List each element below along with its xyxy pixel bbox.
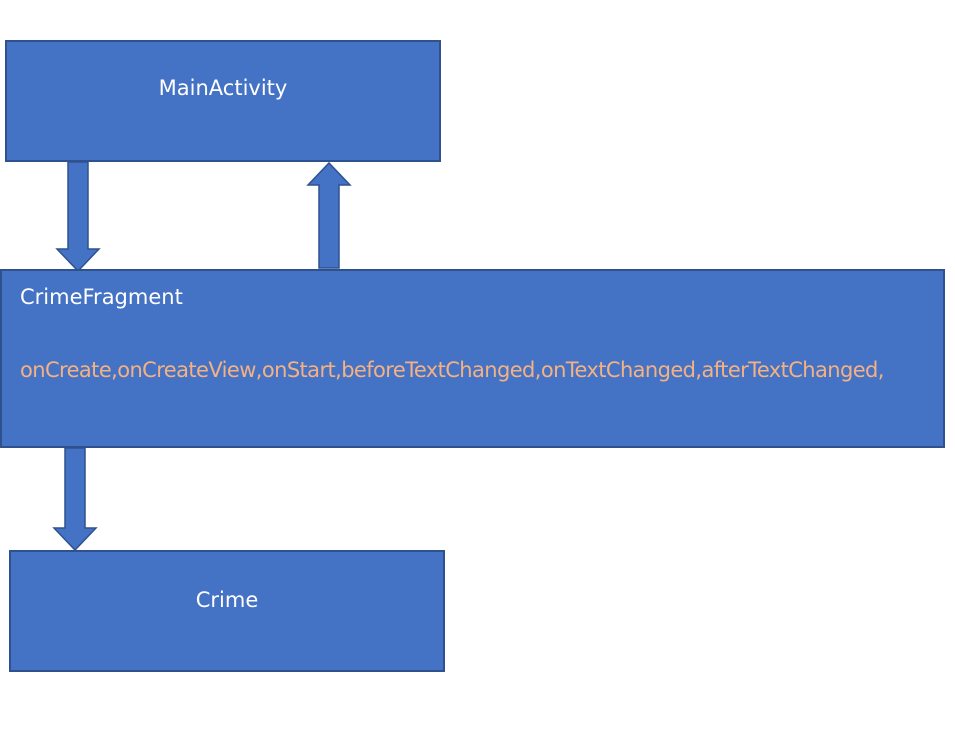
crime-fragment-box: CrimeFragment onCreate,onCreateView,onSt… xyxy=(0,269,945,448)
crime-box: Crime xyxy=(9,550,445,672)
crime-label: Crime xyxy=(195,588,259,612)
arrow-main-to-fragment xyxy=(55,161,101,273)
crime-fragment-label: CrimeFragment xyxy=(20,285,183,309)
main-activity-label: MainActivity xyxy=(158,76,288,100)
arrow-fragment-to-crime xyxy=(52,447,98,552)
main-activity-box: MainActivity xyxy=(5,40,441,162)
arrow-fragment-to-main xyxy=(306,161,352,269)
crime-fragment-methods: onCreate,onCreateView,onStart,beforeText… xyxy=(20,358,884,382)
